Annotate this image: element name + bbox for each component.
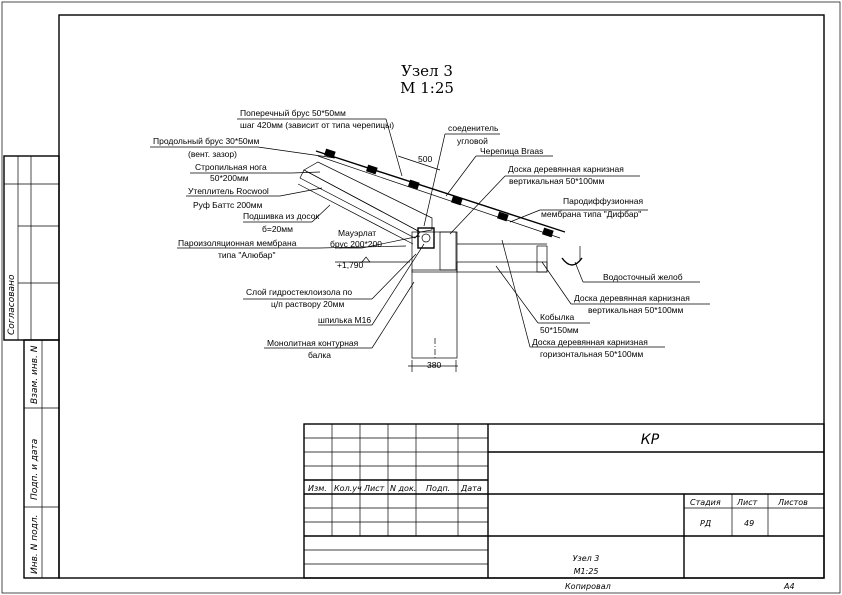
tile-battens bbox=[324, 148, 554, 238]
sheet-name-scale: М1:25 bbox=[574, 567, 599, 576]
eave-vertical-b-size: вертикальная 50*100мм bbox=[588, 305, 684, 315]
membrane bbox=[317, 155, 561, 239]
kobylka-size: 50*150мм bbox=[540, 325, 579, 335]
sign-date-label: Подп. и дата bbox=[30, 439, 40, 500]
side-stamp: Согласовано Взам. инв. N Подп. и дата Ин… bbox=[3, 155, 60, 579]
callout-labels: Поперечный брус 50*50мм шаг 420мм (завис… bbox=[153, 108, 690, 360]
subdeck-label: Подшивка из досок bbox=[243, 211, 319, 221]
eave-horizontal-size: горизонтальная 50*100мм bbox=[540, 349, 643, 359]
gutter-label: Водосточный желоб bbox=[603, 272, 683, 282]
rafter-size: 50*200мм bbox=[210, 173, 249, 183]
stage-label: Стадия bbox=[690, 498, 721, 507]
col-header-count: Кол.уч bbox=[334, 484, 362, 493]
mauerlat-size: брус 200*200 bbox=[330, 239, 382, 249]
gutter bbox=[561, 257, 583, 266]
orig-inv-label: Инв. N подл. bbox=[30, 515, 40, 574]
eave-vertical-size: вертикальная 50*100мм bbox=[509, 176, 605, 186]
brick-wall bbox=[411, 269, 458, 359]
connector-label: соеденитель bbox=[448, 123, 499, 133]
subdeck-size: б=20мм bbox=[262, 224, 293, 234]
dim-wall-width: 380 bbox=[427, 360, 441, 370]
leader-lines bbox=[150, 118, 710, 349]
connector-type: угловой bbox=[457, 136, 488, 146]
long-batten-note: (вент. зазор) bbox=[188, 149, 237, 159]
replace-inv-label: Взам. инв. N bbox=[30, 345, 40, 404]
col-header-sheet: Лист bbox=[363, 484, 385, 493]
eave-end-board bbox=[536, 245, 548, 273]
eave-horizontal-label: Доска деревянная карнизная bbox=[532, 337, 648, 347]
waterproof-base: ц/п раствору 20мм bbox=[271, 299, 344, 309]
format-label: А4 bbox=[783, 582, 795, 591]
sheets-label: Листов bbox=[777, 498, 808, 507]
vapor-label: Пароизоляционная мембрана bbox=[178, 238, 297, 248]
rafter-label: Стропильная нога bbox=[195, 162, 267, 172]
mauerlat-label: Мауэрлат bbox=[338, 228, 376, 238]
col-header-date: Дата bbox=[460, 484, 482, 493]
eave-vertical-board bbox=[439, 231, 457, 271]
mauerlat bbox=[417, 227, 435, 249]
tile-label: Черепица Braas bbox=[480, 146, 543, 156]
roof-node: 380 500 bbox=[297, 148, 583, 372]
membrane-type: мембрана типа "Дифбар" bbox=[541, 209, 641, 219]
kobylka-label: Кобылка bbox=[540, 312, 575, 322]
membrane-label: Пародиффузионная bbox=[563, 196, 643, 206]
col-header-doc: N док. bbox=[390, 484, 416, 493]
eave-vertical-label: Доска деревянная карнизная bbox=[508, 164, 624, 174]
vapor-type: типа "Алюбар" bbox=[218, 250, 276, 260]
waterproof-label: Слой гидростеклоизола по bbox=[246, 287, 352, 297]
cross-batten-label: Поперечный брус 50*50мм bbox=[240, 108, 346, 118]
copied-label: Копировал bbox=[565, 582, 611, 591]
project-code: КР bbox=[641, 432, 660, 448]
agreed-label: Согласовано bbox=[7, 274, 17, 335]
title-block: Изм. Кол.уч Лист N док. Подп. Дата КР Ст… bbox=[303, 423, 825, 579]
sheet-name: Узел 3 bbox=[573, 554, 600, 563]
beam-label-2: балка bbox=[308, 350, 331, 360]
eave-horizontal-board bbox=[456, 261, 548, 273]
eave-vertical-b-label: Доска деревянная карнизная bbox=[574, 293, 690, 303]
sheet-value: 49 bbox=[744, 519, 754, 528]
insulation-label: Утеплитель Rocwool bbox=[188, 186, 269, 196]
drawing-title: Узел 3 bbox=[401, 62, 453, 80]
cross-batten-pitch-label: шаг 420мм (зависит от типа черепицы) bbox=[240, 120, 394, 130]
col-header-change: Изм. bbox=[308, 484, 327, 493]
level-mark: +1,790 bbox=[337, 260, 364, 270]
stud-label: шпилька М16 bbox=[318, 315, 371, 325]
dim-500: 500 bbox=[418, 154, 432, 164]
col-header-sign: Подп. bbox=[426, 484, 450, 493]
insulation-type: Руф Баттс 200мм bbox=[193, 200, 263, 210]
stage-value: РД bbox=[700, 519, 711, 528]
sheet-label: Лист bbox=[736, 498, 758, 507]
long-batten-label: Продольный брус 30*50мм bbox=[153, 136, 260, 146]
drawing-scale: М 1:25 bbox=[400, 79, 454, 97]
beam-label: Монолитная контурная bbox=[267, 338, 359, 348]
